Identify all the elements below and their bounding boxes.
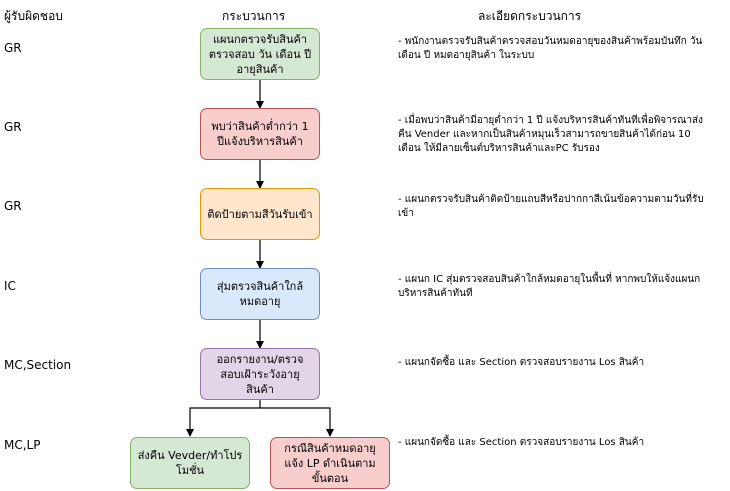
arrow-step5-to-branch-right	[260, 407, 334, 437]
detail-step-5: - แผนกจัดซื้อ และ Section ตรวจสอบรายงาน …	[398, 357, 645, 368]
process-box-monitor-report: ออกรายงาน/ตรวจสอบเฝ้าระวังอายุสินค้า	[200, 348, 320, 400]
detail-column-header: ละเอียดกระบวนการ	[478, 9, 582, 23]
detail-step-1: - พนักงานตรวจรับสินค้าตรวจสอบวันหมดอายุข…	[398, 36, 703, 61]
owner-step-4: IC	[4, 279, 16, 293]
arrow-step5-to-branch-left	[186, 400, 261, 437]
detail-step-3: - แผนกตรวจรับสินค้าติดป้ายแถบสีหรือปากกา…	[398, 194, 704, 219]
detail-step-4: - แผนก IC สุ่มตรวจสอบสินค้าใกล้หมดอายุใน…	[398, 274, 701, 299]
owner-step-3: GR	[4, 199, 22, 213]
owner-step-6: MC,LP	[4, 438, 41, 452]
process-box-expired-notify-lp: กรณีสินค้าหมดอายุแจ้ง LP ดำเนินตามขั้นตอ…	[270, 437, 390, 489]
process-box-receive-check-expiry: แผนกตรวจรับสินค้าตรวจสอบ วัน เดือน ปี อา…	[200, 28, 320, 80]
owner-step-2: GR	[4, 120, 22, 134]
process-box-random-check: สุ่มตรวจสินค้าใกล้หมดอายุ	[200, 268, 320, 320]
process-box-report-short-expiry: พบว่าสินค้าต่ำกว่า 1 ปีแจ้งบริหารสินค้า	[200, 108, 320, 160]
owner-column-header: ผู้รับผิดชอบ	[4, 9, 63, 23]
process-column-header: กระบวนการ	[222, 9, 286, 23]
detail-step-2: - เมื่อพบว่าสินค้ามีอายุต่ำกว่า 1 ปี แจ้…	[398, 115, 704, 154]
detail-step-6: - แผนกจัดซื้อ และ Section ตรวจสอบรายงาน …	[398, 437, 645, 448]
process-box-return-or-promotion: ส่งคืน Vevder/ทำโปรโมชั่น	[130, 437, 250, 489]
process-box-color-label: ติดป้ายตามสีวันรับเข้า	[200, 188, 320, 240]
owner-step-1: GR	[4, 41, 22, 55]
owner-step-5: MC,Section	[4, 358, 72, 372]
